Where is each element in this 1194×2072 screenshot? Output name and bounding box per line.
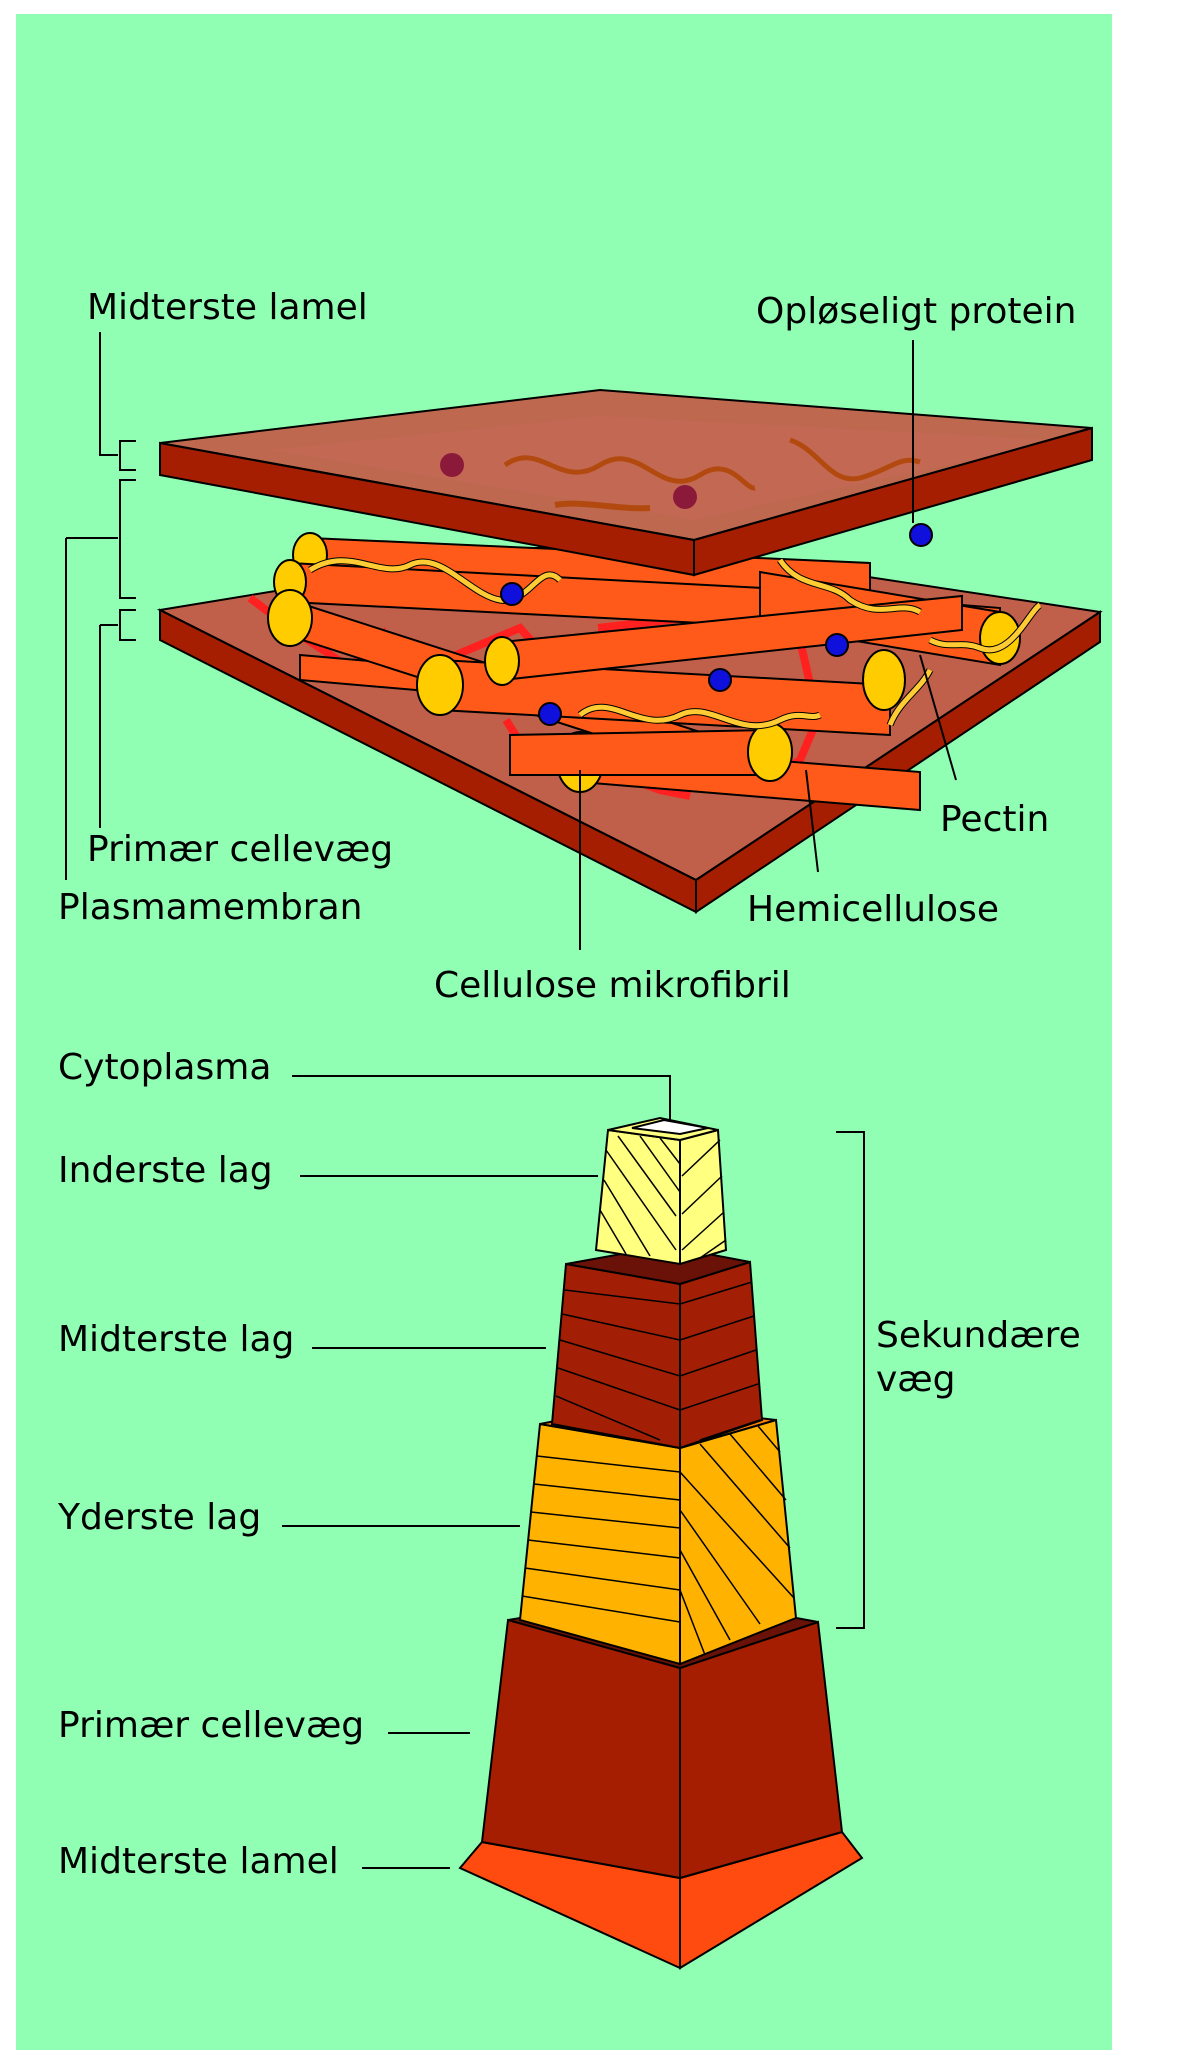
label-primary-wall-bottom: Primær cellevæg (58, 1705, 365, 1746)
label-hemicellulose: Hemicellulose (747, 889, 999, 930)
cytoplasm-opening (631, 1118, 709, 1136)
label-pectin: Pectin (940, 799, 1050, 840)
microfibril (509, 728, 771, 776)
label-cytoplasm: Cytoplasma (58, 1047, 272, 1088)
label-secondary-wall-line1: Sekundære (876, 1315, 1081, 1356)
label-plasma-membrane: Plasmamembran (58, 887, 363, 928)
protein-dot (708, 668, 732, 692)
microfibril-end (416, 654, 464, 716)
label-middle-layer: Midterste lag (58, 1319, 295, 1360)
cellulose-microfibrils (267, 532, 1021, 812)
top-leader-lines (579, 340, 957, 950)
protein-dot (825, 633, 849, 657)
secondary-wall-tower (458, 1116, 864, 1970)
middle-lamella-plate (159, 388, 1093, 577)
label-soluble-protein: Opløseligt protein (756, 291, 1077, 332)
label-secondary-wall-line2: væg (876, 1359, 956, 1400)
soluble-proteins (500, 523, 933, 726)
protein-dot (500, 582, 524, 606)
microfibril-end (862, 649, 906, 711)
protein-dot (909, 523, 933, 547)
label-cellulose-microfibril: Cellulose mikrofibril (434, 965, 791, 1006)
pectin-strands (308, 557, 1043, 730)
middle-layer-right (679, 1260, 764, 1450)
protein-dot (538, 702, 562, 726)
label-inner-layer: Inderste lag (58, 1150, 273, 1191)
microfibril-end (484, 636, 520, 686)
top-brackets (65, 332, 136, 880)
label-middle-lamella-bottom: Midterste lamel (58, 1841, 339, 1882)
microfibril-end (747, 722, 793, 782)
label-primary-wall-top: Primær cellevæg (87, 829, 394, 870)
secondary-wall-bracket (836, 1131, 865, 1629)
middle-layer-left (550, 1262, 681, 1450)
label-middle-lamella-top: Midterste lamel (87, 287, 368, 328)
microfibril-end (267, 589, 313, 647)
bottom-leader-lines (282, 1075, 671, 1869)
label-outer-layer: Yderste lag (58, 1497, 262, 1538)
